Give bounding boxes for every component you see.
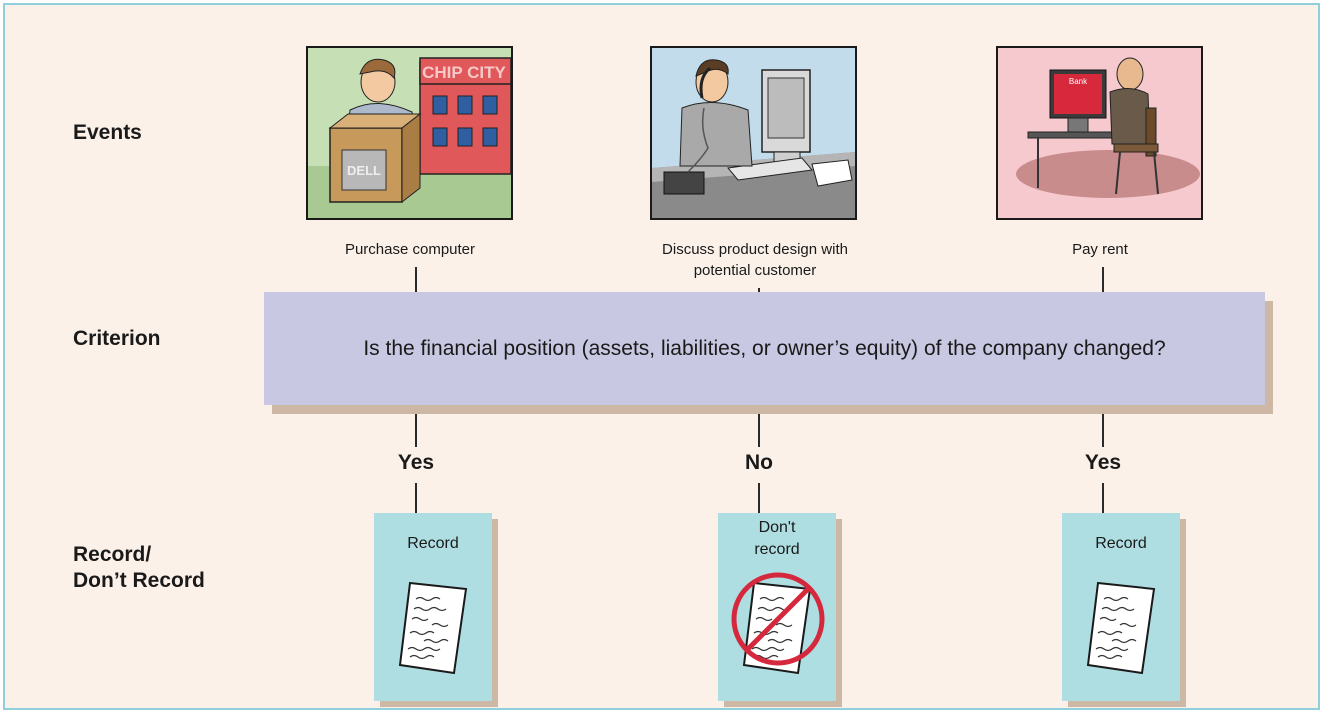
connector-criterion-3 xyxy=(1102,414,1104,447)
event-caption-discuss-design-line1: Discuss product design with xyxy=(662,241,848,258)
document-icon xyxy=(1086,581,1156,675)
criterion-box: Is the financial position (assets, liabi… xyxy=(264,292,1265,405)
outcome-label-record-3: Record xyxy=(1095,535,1147,552)
connector-event-1 xyxy=(415,267,417,293)
row-label-events: Events xyxy=(73,121,142,144)
prohibited-icon xyxy=(731,572,825,666)
box-brand-text: DELL xyxy=(347,163,381,178)
connector-criterion-1 xyxy=(415,414,417,447)
answer-yes-3: Yes xyxy=(1084,451,1122,474)
document-icon xyxy=(398,581,468,675)
connector-answer-1 xyxy=(415,483,417,513)
row-label-record-line1: Record/ xyxy=(73,543,152,566)
row-label-record-line2: Don’t Record xyxy=(73,569,205,592)
event-caption-discuss-design: Discuss product design with potential cu… xyxy=(630,239,880,281)
row-label-criterion: Criterion xyxy=(73,327,161,350)
outcome-card-record-1: Record xyxy=(374,513,492,701)
store-sign-text: CHIP CITY xyxy=(422,63,506,82)
diagram-frame: Events Criterion Record/ Don’t Record CH… xyxy=(3,3,1320,710)
answer-no: No xyxy=(745,451,773,474)
outcome-label-record-1: Record xyxy=(407,535,459,552)
screen-bank-text: Bank xyxy=(1069,77,1088,86)
event-caption-discuss-design-line2: potential customer xyxy=(693,262,817,279)
outcome-card-dont-record: Don't record xyxy=(718,513,836,701)
criterion-question: Is the financial position (assets, liabi… xyxy=(363,336,1166,360)
outcome-card-record-3: Record xyxy=(1062,513,1180,701)
event-illustration-purchase-computer: CHIP CITY DELL xyxy=(306,46,513,220)
connector-answer-2 xyxy=(758,483,760,513)
event-caption-purchase-computer: Purchase computer xyxy=(344,241,476,258)
answer-yes-1: Yes xyxy=(397,451,435,474)
event-illustration-discuss-design xyxy=(650,46,857,220)
connector-event-3 xyxy=(1102,267,1104,293)
event-illustration-pay-rent: Bank xyxy=(996,46,1203,220)
outcome-label-dont-record-line1: Don't xyxy=(758,519,796,536)
connector-criterion-2 xyxy=(758,414,760,447)
row-label-record: Record/ Don’t Record xyxy=(73,542,205,594)
connector-answer-3 xyxy=(1102,483,1104,513)
event-caption-pay-rent: Pay rent xyxy=(1072,241,1128,258)
connector-event-2 xyxy=(758,288,760,293)
outcome-label-dont-record-line2: record xyxy=(754,541,800,558)
